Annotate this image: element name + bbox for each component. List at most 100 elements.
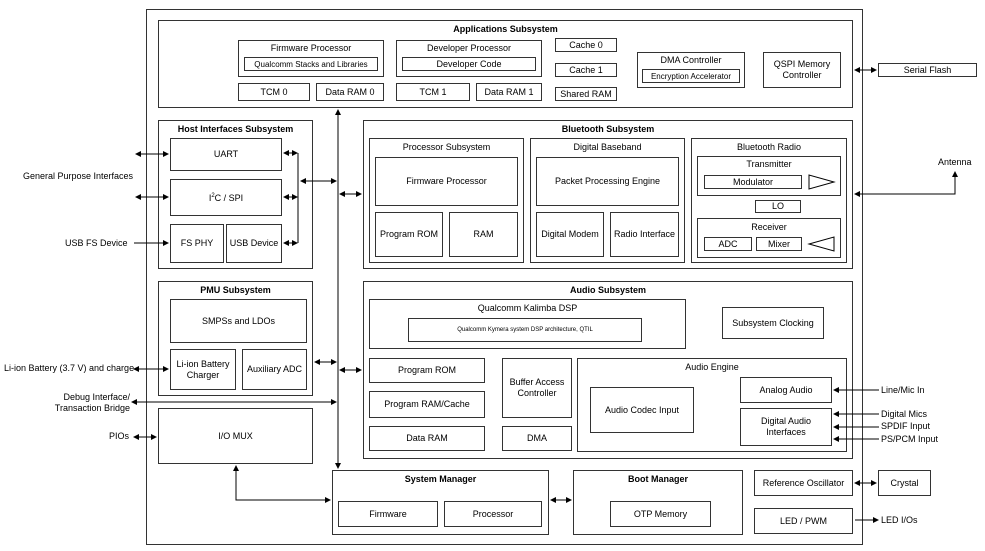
boot-manager-title: Boot Manager <box>627 474 688 484</box>
developer-processor-label: Developer Processor <box>426 43 512 53</box>
audio-subsystem-title: Audio Subsystem <box>569 285 646 295</box>
analog-audio-label: Analog Audio <box>759 384 813 395</box>
led-pwm-label: LED / PWM <box>779 515 827 526</box>
audio-data-ram-label: Data RAM <box>406 433 448 443</box>
rx-adc: ADC <box>704 237 752 251</box>
data-ram-0-label: Data RAM 0 <box>325 86 375 97</box>
lo-block: LO <box>755 200 801 213</box>
lo-label: LO <box>771 201 784 211</box>
serial-flash: Serial Flash <box>878 63 977 77</box>
bt-ram: RAM <box>449 212 518 257</box>
tcm-0-label: TCM 0 <box>260 86 288 97</box>
bt-processor-subsystem-label: Processor Subsystem <box>402 142 491 152</box>
bt-program-rom-label: Program ROM <box>379 229 438 239</box>
data-ram-1-label: Data RAM 1 <box>484 86 534 97</box>
led-ios-label: LED I/Os <box>881 515 918 525</box>
cache-1-label: Cache 1 <box>569 64 603 75</box>
kymera-label: Qualcomm Kymera system DSP architecture,… <box>457 326 593 333</box>
packet-processing-engine: Packet Processing Engine <box>536 157 679 206</box>
bluetooth-radio-label: Bluetooth Radio <box>736 142 802 152</box>
qspi-memory-controller: QSPI Memory Controller <box>763 52 841 88</box>
io-mux: I/O MUX <box>158 408 313 464</box>
receiver-label: Receiver <box>751 222 787 232</box>
buffer-access-controller: Buffer Access Controller <box>502 358 572 418</box>
qspi-memory-controller-label: QSPI Memory Controller <box>773 59 831 80</box>
program-ram-cache: Program RAM/Cache <box>369 391 485 418</box>
line-mic-in-label: Line/Mic In <box>881 385 925 395</box>
pmu-subsystem-title: PMU Subsystem <box>200 285 271 295</box>
battery-charger-label: Li-ion Battery Charger <box>176 358 230 380</box>
mixer-label: Mixer <box>768 238 790 249</box>
rx-amplifier-triangle <box>807 236 835 252</box>
digital-modem-label: Digital Modem <box>541 229 599 239</box>
i2c-superscript: 2 <box>211 193 215 199</box>
modulator: Modulator <box>704 175 802 189</box>
ps-pcm-input-label: PS/PCM Input <box>881 434 939 444</box>
tcm-1-label: TCM 1 <box>419 86 447 97</box>
audio-dma-label: DMA <box>527 433 547 443</box>
bt-firmware-processor-label: Firmware Processor <box>406 176 487 186</box>
radio-interface-label: Radio Interface <box>613 229 676 239</box>
radio-interface: Radio Interface <box>610 212 679 257</box>
tcm-0: TCM 0 <box>238 83 310 101</box>
battery-charger-block: Li-ion Battery Charger <box>170 349 236 390</box>
otp-memory: OTP Memory <box>610 501 711 527</box>
mixer: Mixer <box>756 237 802 251</box>
kymera-box: Qualcomm Kymera system DSP architecture,… <box>408 318 642 342</box>
audio-codec-input-label: Audio Codec Input <box>604 404 680 415</box>
spdif-input-label: SPDIF Input <box>881 421 931 431</box>
sysmgr-processor: Processor <box>444 501 542 527</box>
cache-0: Cache 0 <box>555 38 617 52</box>
cache-0-label: Cache 0 <box>569 39 603 50</box>
host-interfaces-title: Host Interfaces Subsystem <box>177 124 294 134</box>
i2c-spi-block: I2C / SPI <box>170 179 282 216</box>
audio-codec-input: Audio Codec Input <box>590 387 694 433</box>
analog-audio: Analog Audio <box>740 377 832 403</box>
uart-label: UART <box>213 149 239 159</box>
auxiliary-adc-label: Auxiliary ADC <box>246 364 302 374</box>
debug-interface-label: Debug Interface/ Transaction Bridge <box>54 392 130 413</box>
modulator-label: Modulator <box>732 176 774 187</box>
smps-ldo-block: SMPSs and LDOs <box>170 299 307 343</box>
encryption-accelerator: Encryption Accelerator <box>642 69 740 83</box>
buffer-access-controller-label: Buffer Access Controller <box>509 377 565 398</box>
tx-amplifier-triangle <box>808 174 836 190</box>
serial-flash-label: Serial Flash <box>903 64 952 75</box>
encryption-accelerator-label: Encryption Accelerator <box>650 71 732 81</box>
transmitter-label: Transmitter <box>746 159 792 169</box>
usb-fs-device-label: USB FS Device <box>65 238 128 248</box>
digital-baseband-label: Digital Baseband <box>573 142 642 152</box>
general-purpose-interfaces-label: General Purpose Interfaces <box>23 171 134 181</box>
data-ram-0: Data RAM 0 <box>316 83 384 101</box>
data-ram-1: Data RAM 1 <box>476 83 542 101</box>
pios-label: PIOs <box>109 431 130 441</box>
smps-ldo-label: SMPSs and LDOs <box>201 315 276 326</box>
digital-modem: Digital Modem <box>536 212 604 257</box>
io-mux-label: I/O MUX <box>218 430 253 441</box>
applications-subsystem-title: Applications Subsystem <box>453 24 558 34</box>
packet-processing-engine-label: Packet Processing Engine <box>554 176 661 186</box>
i2c-spi-label: I2C / SPI <box>209 191 243 204</box>
auxiliary-adc-block: Auxiliary ADC <box>242 349 307 390</box>
digital-audio-interfaces: Digital Audio Interfaces <box>740 408 832 446</box>
developer-code-label: Developer Code <box>436 58 502 69</box>
audio-dma: DMA <box>502 426 572 451</box>
subsystem-clocking: Subsystem Clocking <box>722 307 824 339</box>
bt-firmware-processor: Firmware Processor <box>375 157 518 206</box>
sysmgr-processor-label: Processor <box>472 508 514 519</box>
digital-audio-interfaces-label: Digital Audio Interfaces <box>760 416 812 437</box>
usb-device-block: USB Device <box>226 224 282 263</box>
crystal: Crystal <box>878 470 931 496</box>
audio-program-rom: Program ROM <box>369 358 485 383</box>
bt-ram-label: RAM <box>473 229 494 239</box>
led-pwm: LED / PWM <box>754 508 853 534</box>
antenna-arrow <box>854 171 958 197</box>
cache-1: Cache 1 <box>555 63 617 77</box>
program-ram-cache-label: Program RAM/Cache <box>384 399 470 409</box>
dma-controller-label: DMA Controller <box>660 55 722 65</box>
subsystem-clocking-label: Subsystem Clocking <box>732 317 814 328</box>
otp-memory-label: OTP Memory <box>633 508 688 519</box>
bluetooth-subsystem-title: Bluetooth Subsystem <box>561 124 655 134</box>
iomux-sysmgr-arrow <box>233 465 331 503</box>
reference-oscillator-label: Reference Oscillator <box>762 477 845 488</box>
